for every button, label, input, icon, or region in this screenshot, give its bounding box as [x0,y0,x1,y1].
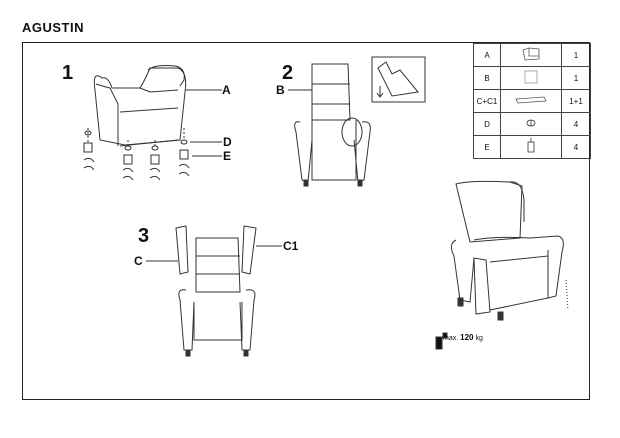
feet-hardware-drawing [83,128,222,181]
assembled-chair-drawing [450,180,569,321]
product-title: AGUSTIN [22,20,84,35]
label-b: B [276,83,285,97]
label-c: C [134,254,143,268]
part-id: B [473,66,501,90]
parts-row-e: E 4 [473,135,591,159]
parts-row-c: C+C1 1+1 [473,89,591,113]
max-load-unit: kg [475,335,483,342]
step-1-number: 1 [62,62,74,84]
label-a: A [222,83,231,97]
side-panel-icon [514,96,548,107]
max-load-prefix: max. [443,335,459,342]
armchair-body-icon [519,47,543,64]
step-3-number: 3 [138,225,150,247]
part-qty: 1+1 [561,89,591,113]
parts-row-d: D 4 [473,112,591,136]
part-id: D [473,112,501,136]
foot-icon [525,138,537,156]
step-2-number: 2 [282,62,294,84]
part-id: A [473,43,501,67]
backrest-cushion-icon [519,70,543,87]
step-3-drawing [146,225,282,357]
max-load: max. 120 kg [443,333,483,342]
max-load-value: 120 [460,333,474,342]
label-e: E [223,149,232,163]
part-id: E [473,135,501,159]
instruction-frame [22,42,590,400]
part-qty: 4 [561,135,591,159]
parts-row-a: A 1 [473,43,591,67]
part-qty: 1 [561,66,591,90]
weight-icon [435,332,448,350]
parts-row-b: B 1 [473,66,591,90]
parts-table: A 1 B 1 C+C1 1+1 D 4 E 4 [473,43,591,159]
step-2-drawing [288,56,426,187]
screw-icon [524,119,538,130]
part-qty: 4 [561,112,591,136]
label-d: D [223,135,232,149]
part-qty: 1 [561,43,591,67]
label-c1: C1 [283,239,299,253]
part-id: C+C1 [473,89,501,113]
armchair-body-drawing [93,65,222,147]
